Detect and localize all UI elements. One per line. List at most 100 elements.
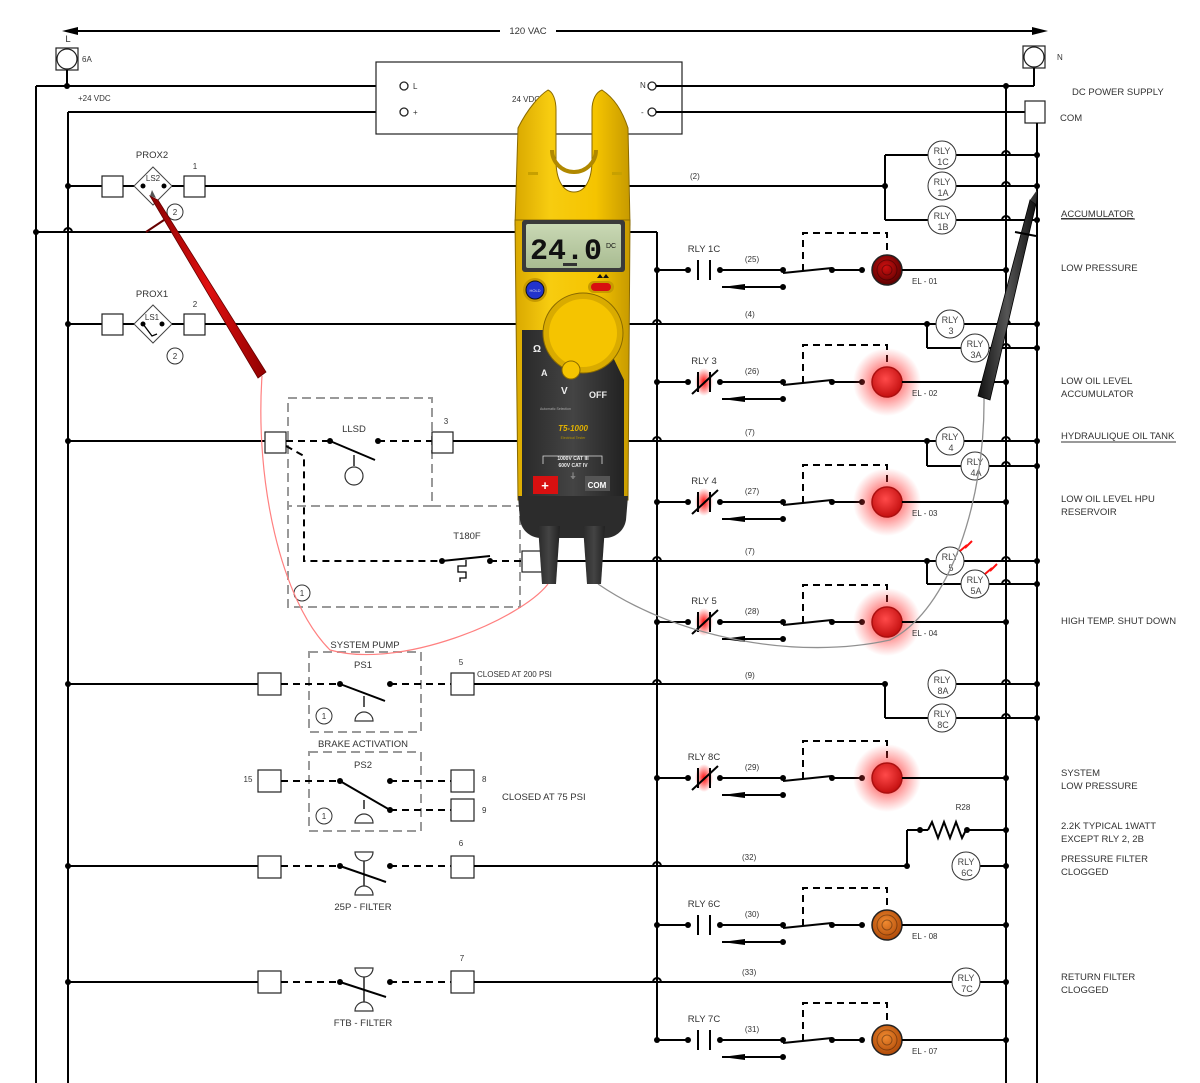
desc-low-oil-hpu-2: RESERVOIR [1061, 507, 1117, 518]
wire-9-label: (9) [745, 671, 755, 680]
desc-return-filter-1: RETURN FILTER [1061, 972, 1135, 983]
psu-n-terminal: N [640, 81, 646, 90]
relay-coil-label: RLY [942, 552, 959, 562]
relay-group-8 [882, 681, 1040, 721]
relay-contact[interactable] [691, 489, 719, 515]
prox1-switch-label: LS1 [145, 313, 160, 322]
com-terminal[interactable] [1024, 100, 1046, 124]
relay-coil-label: RLY [934, 211, 951, 221]
indicator-lamp [853, 588, 921, 656]
filter-ftb-terminal-7[interactable] [450, 970, 475, 994]
meter-display [526, 224, 621, 268]
indicator-lamp [871, 1024, 903, 1056]
flashlight-button[interactable] [591, 283, 611, 291]
relay-contact[interactable] [691, 369, 719, 395]
ps1-row: SYSTEM PUMP PS1 1 5 CLOSED AT 200 PSI (9… [65, 640, 885, 733]
ps2-label: PS2 [354, 760, 372, 771]
relay-coil-label: RLY [934, 177, 951, 187]
desc-pressure-filter-2: CLOGGED [1061, 867, 1109, 878]
rotary-selector[interactable] [549, 299, 617, 367]
wire-label: (25) [745, 255, 760, 264]
prox1-terminal-in[interactable] [101, 313, 124, 336]
meter-unit: DC [606, 243, 616, 250]
relay-coil-label: RLY [942, 432, 959, 442]
desc-low-pressure: LOW PRESSURE [1061, 263, 1138, 274]
relay-coil-id: 4A [970, 468, 981, 478]
filter-25p-label: 25P - FILTER [334, 902, 391, 913]
prox1-label: PROX1 [136, 289, 168, 300]
relay-coil-label: RLY [967, 339, 984, 349]
filter-25p-terminal-6[interactable] [450, 855, 475, 879]
filter-ftb-terminal-in[interactable] [257, 970, 282, 994]
filter-ftb-terminal-number: 7 [460, 954, 465, 963]
wire-2-label: (2) [690, 172, 700, 181]
contact-label: RLY 3 [691, 356, 717, 367]
filter-25p-terminal-number: 6 [459, 839, 464, 848]
ps1-terminal-in[interactable] [257, 672, 282, 696]
neutral-terminal[interactable]: N [1022, 45, 1063, 69]
fuse-rating: 6A [82, 55, 92, 64]
red-lead-plug [538, 526, 560, 584]
wire-label: (30) [745, 910, 760, 919]
ps2-terminal-8-number: 8 [482, 775, 487, 784]
relay-coil-id: 5A [970, 586, 981, 596]
fault-spark-icon [959, 540, 973, 552]
relay-coil-label: RLY [934, 146, 951, 156]
llsd-terminal-in[interactable] [264, 431, 287, 454]
lamp-rung: RLY 8C(29) [654, 740, 1009, 812]
mode-ohm: Ω [533, 344, 541, 355]
relay-coil-id: 7C [961, 984, 973, 994]
lamp-label: EL - 08 [912, 932, 938, 941]
prox2-terminal-1[interactable] [183, 175, 206, 198]
ps2-terminal-8[interactable] [450, 769, 475, 793]
llsd-terminal-3[interactable] [431, 431, 454, 454]
hold-label: HOLD [529, 288, 540, 293]
fault-spark-icon [984, 563, 998, 575]
contact-label: RLY 4 [691, 476, 717, 487]
dc-power-supply-label: DC POWER SUPPLY [1072, 87, 1164, 98]
ps2-terminal-9[interactable] [450, 798, 475, 822]
wire-label: (31) [745, 1025, 760, 1034]
prox1-terminal-2[interactable] [183, 313, 206, 336]
prox2-label: PROX2 [136, 150, 168, 161]
positive-jack[interactable] [533, 476, 558, 494]
prox2-terminal-in[interactable] [101, 175, 124, 198]
lamp-label: EL - 03 [912, 509, 938, 518]
relay-coil-id: 3A [970, 350, 981, 360]
black-test-probe[interactable] [977, 190, 1037, 401]
indicator-lamp [871, 254, 903, 286]
ps2-terminal-15[interactable] [257, 769, 282, 793]
t180f-terminal-4[interactable] [521, 550, 544, 573]
hold-button[interactable] [525, 280, 545, 300]
contact-label: RLY 5 [691, 596, 717, 607]
ps1-terminal-5[interactable] [450, 672, 475, 696]
red-lead-wire [260, 375, 549, 656]
filter-25p-terminal-in[interactable] [257, 855, 282, 879]
lamp-rung: RLY 4(27)EL - 03 [654, 464, 1009, 536]
dc-positive-label: +24 VDC [78, 94, 111, 103]
relay-contact[interactable] [697, 915, 711, 935]
llsd-terminal-number: 3 [444, 417, 449, 426]
line-fuse[interactable]: L 6A [55, 34, 92, 71]
com-jack[interactable] [585, 476, 610, 491]
relay-contact[interactable] [697, 1030, 711, 1050]
relay-contact[interactable] [691, 765, 719, 791]
contact-label: RLY 7C [688, 1014, 721, 1025]
red-test-probe[interactable] [145, 190, 267, 379]
lamp-label: EL - 01 [912, 277, 938, 286]
relay-contact[interactable] [697, 260, 711, 280]
